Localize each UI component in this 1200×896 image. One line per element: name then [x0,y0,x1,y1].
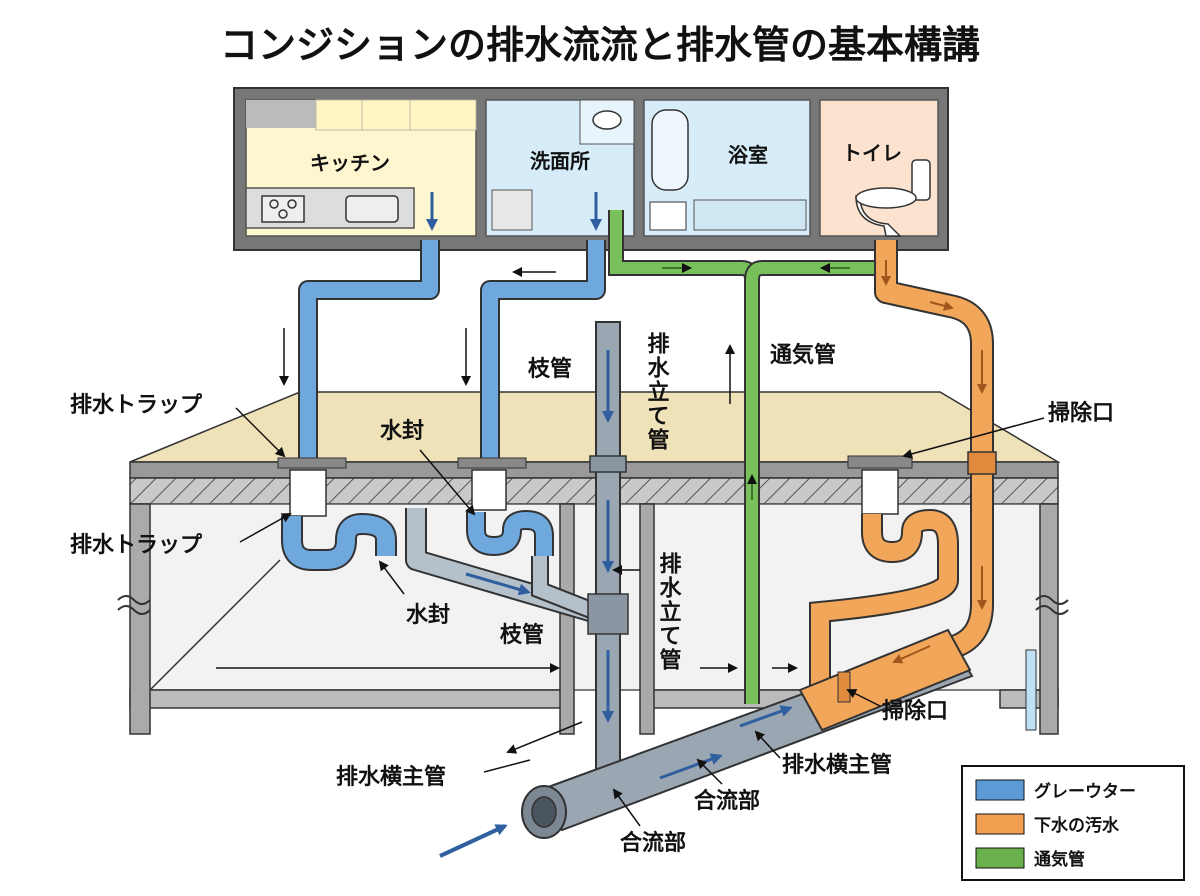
cleanout-upper-label: 掃除口 [1048,400,1114,426]
page-title: コンジションの排水流流と排水管の基本構講 [220,23,980,67]
flow-arrows [216,267,798,754]
drain-trap-middle [457,457,554,557]
room-toilet: トイレ [819,99,939,237]
washroom-label: 洗面所 [530,149,590,173]
vent-pipe [608,210,876,704]
legend-label: 通気管 [1034,849,1085,870]
branch-pipe-lower-label: 枝管 [500,622,544,648]
labels: 排水トラップ 排水トラップ 水封 水封 枝管 枝管 排水立て管 排水立て管 通気… [70,332,1114,856]
room-kitchen: キッチン [245,99,477,237]
bathroom-label: 浴室 [728,143,768,167]
junction-right-label: 合流部 [694,788,760,814]
drain-stack [587,321,629,783]
branch-pipe-gray [405,508,604,625]
main-horizontal-left-label: 排水横主管 [336,764,446,790]
drain-stack-upper-label: 排水立て管 [644,332,670,452]
drain-trap-upper-label: 排水トラップ [70,393,203,418]
upper-floor: キッチン 洗面所 浴室 トイレ [233,87,949,251]
graywater-pipes [298,192,606,460]
legend-item-graywater: グレーウター [975,779,1136,802]
room-bathroom: 浴室 [643,99,811,237]
drain-trap-lower-label: 排水トラップ [70,533,203,558]
sewage-pipes [798,240,997,732]
legend-label: グレーウター [1034,781,1136,802]
water-seal-lower-label: 水封 [406,603,450,628]
vent-pipe-label: 通気管 [770,342,836,368]
legend-item-sewage: 下水の汚水 [975,813,1120,836]
toilet-label: トイレ [842,141,902,165]
kitchen-label: キッチン [310,151,390,175]
legend-item-vent: 通気管 [975,847,1085,870]
drain-trap-left [277,457,397,571]
main-horizontal-right-label: 排水横主管 [782,752,892,778]
junction-left-label: 合流部 [620,830,686,856]
drain-stack-lower-label: 排水立て管 [656,552,682,672]
callout-lines [235,407,1045,827]
cleanout-lower-label: 掃除口 [882,698,948,724]
legend: グレーウター 下水の汚水 通気管 [961,765,1185,881]
branch-pipe-upper-label: 枝管 [528,356,572,382]
legend-label: 下水の汚水 [1034,815,1120,836]
water-seal-upper-label: 水封 [380,419,424,444]
